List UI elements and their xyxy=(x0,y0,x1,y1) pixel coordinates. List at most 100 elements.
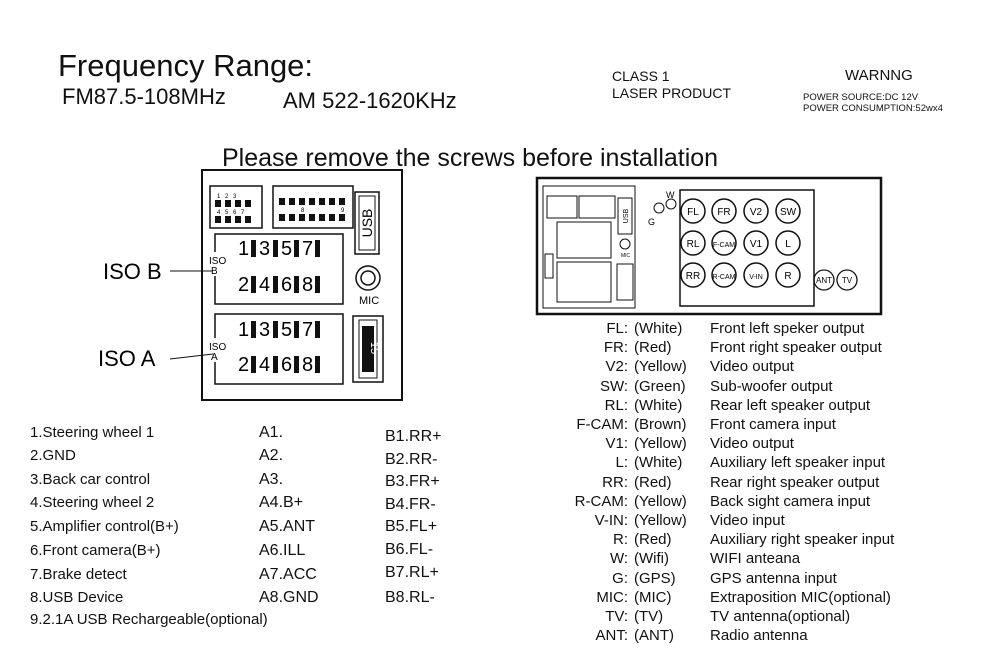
svg-text:5: 5 xyxy=(281,319,292,341)
legend-key: R: xyxy=(613,531,628,549)
legend-color: (Red) xyxy=(634,339,672,357)
iso-b-label: ISO B xyxy=(103,259,162,284)
a-pin: A7.ACC xyxy=(259,566,317,583)
legend-key: V1: xyxy=(605,435,628,453)
rca-jack-label: F-CAM xyxy=(713,242,735,249)
install-notice: Please remove the screws before installa… xyxy=(222,144,719,172)
iso-b-tag: ISO xyxy=(209,256,226,267)
legend-color: (GPS) xyxy=(634,569,676,587)
rca-jack-label: V-IN xyxy=(749,274,763,281)
tv-label: TV xyxy=(842,276,853,285)
rca-jack xyxy=(680,198,706,224)
rca-jack-label: V1 xyxy=(750,239,763,250)
legend-description: Front right speaker output xyxy=(710,339,882,357)
legend-color: (Yellow) xyxy=(634,492,687,510)
legend-description: Auxiliary right speaker input xyxy=(710,531,895,549)
a-pin: A6.ILL xyxy=(259,542,306,559)
mic-jack-small xyxy=(619,238,631,250)
legend-description: Front left speker output xyxy=(710,320,865,337)
rca-jack-label: FR xyxy=(717,207,730,218)
gps-port xyxy=(653,202,665,214)
svg-text:6: 6 xyxy=(281,274,292,296)
fm-range: FM87.5-108MHz xyxy=(62,84,226,109)
legend-color: (Yellow) xyxy=(634,435,687,453)
usb-label-small: USB xyxy=(623,208,630,223)
tv-jack xyxy=(836,269,858,291)
legend-description: Auxiliary left speaker input xyxy=(710,454,886,472)
power-source: POWER SOURCE:DC 12V xyxy=(803,92,919,103)
ant-jack xyxy=(813,269,835,291)
rca-jack xyxy=(743,230,769,256)
b-pin: B4.FR- xyxy=(385,496,436,513)
rca-jack xyxy=(743,262,769,288)
svg-text:5: 5 xyxy=(281,238,292,260)
svg-text:2: 2 xyxy=(238,354,249,376)
a-pin: A8.GND xyxy=(259,589,319,606)
legend-description: Rear left speaker output xyxy=(710,396,871,414)
pin-function: 1.Steering wheel 1 xyxy=(30,424,155,441)
svg-text:1: 1 xyxy=(238,319,249,341)
class-line-2: LASER PRODUCT xyxy=(612,85,732,101)
b-pin: B7.RL+ xyxy=(385,564,439,581)
legend-key: RL: xyxy=(604,396,628,414)
iso-a-pins: 1 3 5 7 2 4 6 8 xyxy=(238,319,320,376)
left-panel-frame xyxy=(201,169,403,401)
w-label: W xyxy=(666,190,675,200)
legend-color: (Red) xyxy=(634,473,672,491)
a-pin: A4.B+ xyxy=(259,494,304,511)
legend-description: Back sight camera input xyxy=(710,492,871,510)
legend-color: (MIC) xyxy=(634,588,672,606)
svg-text:8: 8 xyxy=(302,354,313,376)
iso-a-leader xyxy=(169,353,214,360)
rca-jack-label: SW xyxy=(780,207,797,218)
warning-title: WARNNG xyxy=(845,67,913,84)
legend-color: (TV) xyxy=(634,608,664,625)
svg-text:3: 3 xyxy=(259,319,270,341)
legend-key: MIC: xyxy=(596,588,628,606)
legend-color: (Green) xyxy=(634,377,686,395)
legend-color: (White) xyxy=(634,320,683,337)
iso-b-pins: 1 3 5 7 2 4 6 8 xyxy=(238,238,320,296)
legend-color: (Wifi) xyxy=(634,550,669,568)
svg-text:2: 2 xyxy=(238,274,249,296)
legend-description: Video input xyxy=(710,512,785,529)
small-digit: 9 xyxy=(341,208,345,214)
iso-a-letter: A xyxy=(211,352,218,363)
rca-jack xyxy=(775,198,801,224)
iso-b-connector xyxy=(214,233,344,305)
legend-description: WIFI anteana xyxy=(710,550,801,568)
fuse-slot xyxy=(352,315,384,383)
legend-key: V2: xyxy=(605,358,628,376)
b-pin: B6.FL- xyxy=(385,541,434,558)
rca-jack-label: R xyxy=(784,271,791,282)
fuse-label: 15 xyxy=(368,342,380,354)
g-label: G xyxy=(648,217,655,227)
a-pin: A2. xyxy=(259,447,284,464)
legend-description: Rear right speaker output xyxy=(710,473,880,491)
power-consumption: POWER CONSUMPTION:52wx4 xyxy=(803,103,943,114)
pin-function: 4.Steering wheel 2 xyxy=(30,494,155,511)
legend-key: W: xyxy=(609,550,628,568)
mic-label-small: MIC xyxy=(621,253,631,259)
pin-function: 3.Back car control xyxy=(30,471,151,488)
legend-key: R-CAM: xyxy=(574,492,628,510)
svg-text:6: 6 xyxy=(281,354,292,376)
small-connector-left xyxy=(209,185,263,229)
small-digit: 3 xyxy=(233,194,237,200)
wifi-port xyxy=(665,198,677,210)
rca-jack-label: L xyxy=(785,239,791,250)
legend-color: (ANT) xyxy=(634,627,674,645)
small-digit: 2 xyxy=(225,194,229,200)
svg-text:4: 4 xyxy=(259,354,270,376)
legend-key: ANT: xyxy=(595,627,628,645)
svg-text:8: 8 xyxy=(302,274,313,296)
b-pin: B8.RL- xyxy=(385,589,435,606)
usb-port xyxy=(354,191,380,255)
iso-a-tag: ISO xyxy=(209,342,226,353)
legend-key: FL: xyxy=(606,320,628,337)
pin-function: 8.USB Device xyxy=(30,589,124,606)
am-range: AM 522-1620KHz xyxy=(283,88,457,113)
legend-key: L: xyxy=(615,454,628,472)
svg-text:7: 7 xyxy=(302,319,313,341)
legend-key: V-IN: xyxy=(594,512,628,529)
